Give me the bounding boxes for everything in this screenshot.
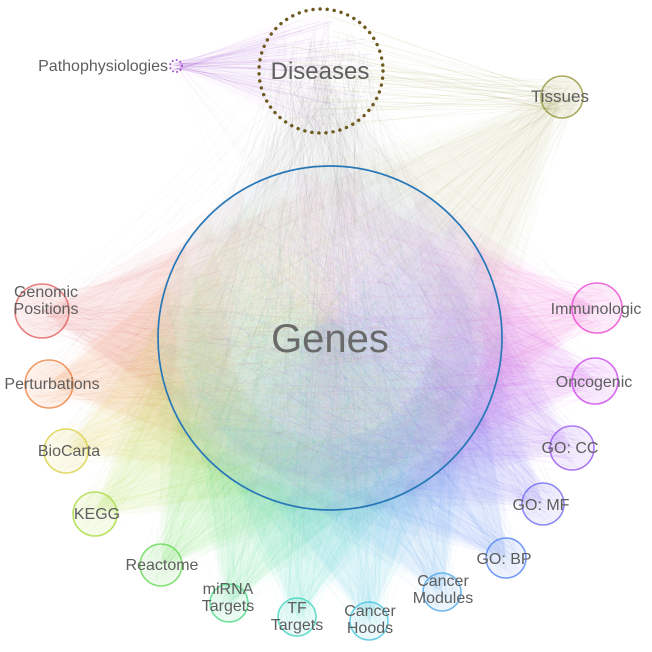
node-cancer-modules-circle[interactable] [422, 572, 462, 612]
edge-bundle-immunologic [174, 190, 617, 488]
edge-bundle-go-bp [171, 189, 522, 574]
node-kegg-label: KEGG [74, 506, 120, 523]
node-go-cc-label: GO: CC [542, 440, 599, 457]
edge-bundle-diseases [172, 19, 485, 492]
node-kegg-circle[interactable] [72, 491, 118, 537]
edge-bundle-oncogenic [185, 178, 613, 495]
edge-bundle-wedge-go-bp [281, 327, 506, 558]
edge-bundle-wedge-cancer-modules [240, 371, 499, 592]
edge-bundle-wedge-immunologic [412, 187, 597, 467]
edge-bundle-wedge-perturbations [49, 214, 256, 493]
edge-bundle-mirna-targets [169, 190, 486, 617]
node-oncogenic-circle[interactable] [571, 357, 619, 405]
edge-bundle-tf-targets [179, 184, 485, 632]
node-perturbations-label: Perturbations [4, 376, 99, 393]
node-circles [14, 7, 623, 641]
edge-bundle-biocarta [49, 201, 485, 500]
node-pathophysiologies-circle[interactable] [169, 59, 183, 73]
node-labels: Genes Diseases PathophysiologiesTissuesGen… [4, 58, 641, 637]
node-biocarta-label: BioCarta [38, 443, 100, 460]
node-tissues-circle[interactable] [540, 75, 584, 119]
edge-bundle-go-mf [185, 184, 561, 521]
node-perturbations-circle[interactable] [24, 359, 74, 409]
node-diseases-label: Diseases [271, 58, 370, 85]
edge-bundle-wedge-genomic-positions [42, 188, 245, 470]
edge-bundle-wedge-biocarta [66, 247, 295, 507]
edge-bundle-perturbations [30, 188, 491, 500]
bundle-edges [20, 15, 617, 637]
node-cancer-hoods-circle[interactable] [349, 601, 389, 641]
node-go-bp-label: GO: BP [476, 551, 531, 568]
edge-bundle-wedge-tf-targets [178, 419, 459, 617]
node-diseases-circle[interactable] [257, 7, 385, 135]
node-reactome-circle[interactable] [139, 543, 183, 587]
node-immunologic-circle[interactable] [571, 282, 623, 334]
node-tissues-label: Tissues [531, 87, 589, 106]
node-pathophysiologies-label: Pathophysiologies [38, 58, 168, 75]
node-biocarta-circle[interactable] [43, 428, 89, 474]
node-oncogenic-label: Oncogenic [556, 374, 633, 391]
edge-bundle-wedge-go-cc [361, 250, 572, 508]
edge-bundle-cancer-modules [174, 177, 488, 608]
node-immunologic-label: Immunologic [551, 301, 642, 318]
bundle-wedges [42, 187, 597, 621]
node-tf-targets-circle[interactable] [277, 597, 317, 637]
edge-bundle-wedge-kegg [95, 284, 336, 514]
edge-bundle-wedge-oncogenic [404, 214, 595, 493]
node-go-bp-circle[interactable] [485, 537, 527, 579]
node-mirna-targets-circle[interactable] [209, 583, 249, 623]
edge-bundle-wedge-cancer-hoods [203, 416, 483, 621]
node-genomic-positions-circle[interactable] [14, 283, 70, 339]
edge-bundle-genomic-positions [20, 174, 483, 497]
edge-bundle-wedge-mirna-targets [163, 380, 427, 603]
edge-bundle-cancer-hoods [174, 200, 475, 637]
node-go-mf-label: GO: MF [513, 497, 570, 514]
node-go-mf-circle[interactable] [521, 482, 565, 526]
node-go-cc-circle[interactable] [549, 425, 595, 471]
edge-bundle-kegg [76, 188, 467, 532]
edge-bundle-pathophysiologies [171, 20, 374, 125]
edge-bundle-wedge-reactome [158, 333, 385, 565]
edge-bundle-go-cc [168, 188, 590, 498]
node-genes-label: Genes [271, 317, 389, 361]
node-genes-circle[interactable] [157, 165, 503, 511]
node-reactome-label: Reactome [126, 557, 199, 574]
